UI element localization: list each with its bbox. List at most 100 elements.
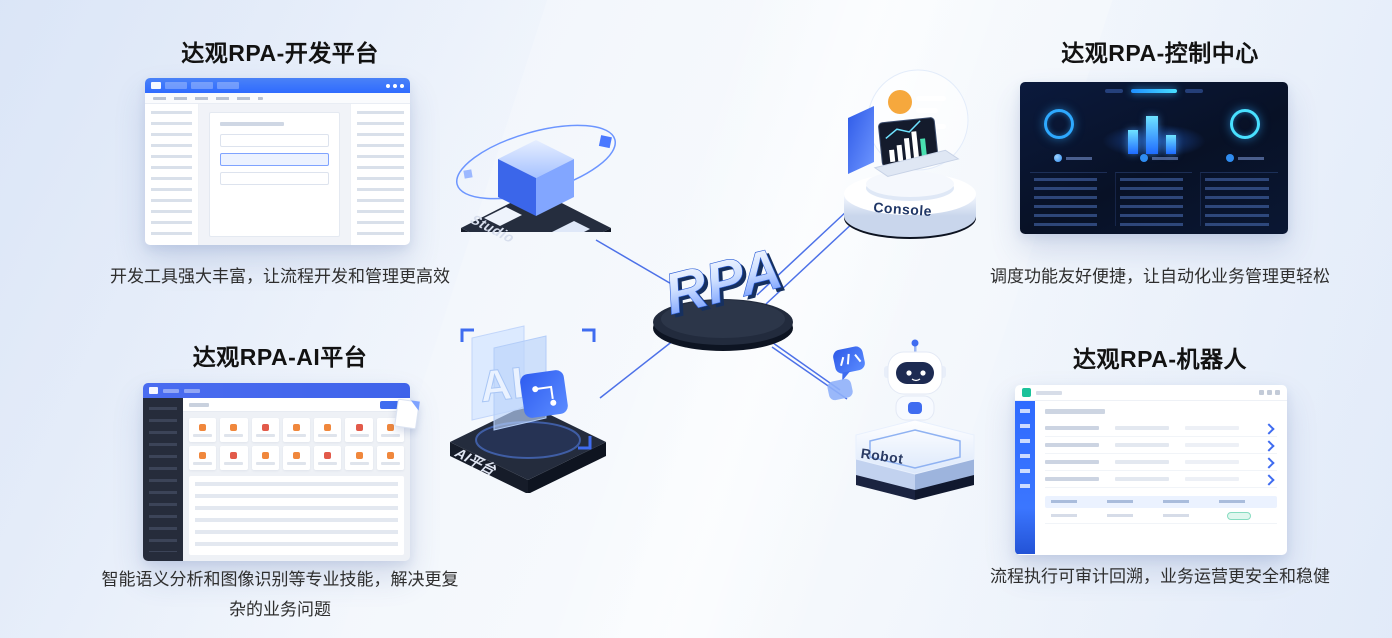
section-title-control-center: 达观RPA-控制中心: [1061, 40, 1259, 66]
ai-glyph: AI: [477, 358, 526, 411]
mock-panel-lines: [195, 482, 398, 549]
ai-chip-cube-icon: [520, 370, 568, 418]
mock-menu-tab: [217, 82, 239, 89]
app-logo-icon: [1022, 388, 1031, 397]
mock-card: [189, 418, 217, 442]
app-logo-icon: [151, 82, 161, 89]
mock-tower: [1146, 116, 1158, 154]
rpa-3d-logo: RPA RPA: [653, 235, 793, 351]
mock-section-title: [1045, 409, 1105, 414]
section-title-dev-platform: 达观RPA-开发平台: [181, 40, 379, 66]
node-console: Console: [818, 66, 983, 244]
mock-card: [314, 418, 342, 442]
gauge-ring-icon: [1044, 109, 1074, 139]
mock-menu-items: [153, 96, 263, 100]
mock-menubar: [145, 93, 410, 104]
window-controls-icon: [1275, 390, 1280, 395]
caption-robot: 流程执行可审计回溯，业务运营更安全和稳健: [990, 567, 1330, 586]
mock-titlebar: [1015, 385, 1287, 401]
mock-stat-columns: [1030, 172, 1279, 226]
screenshot-dev-studio: [145, 78, 410, 245]
mock-stat-lines: [1034, 178, 1098, 226]
caption-control-center: 调度功能友好便捷，让自动化业务管理更轻松: [990, 267, 1330, 286]
mock-tower: [1166, 135, 1176, 154]
robot-icon: [884, 339, 946, 421]
mock-main-area: [1035, 401, 1287, 554]
rpa-hub: RPA RPA: [618, 206, 828, 356]
mock-window-body: [143, 398, 410, 561]
mock-detail-panel: [189, 476, 404, 555]
mock-3d-towers: [1106, 104, 1202, 160]
mock-card: [220, 418, 248, 442]
mock-stat-column: [1114, 172, 1193, 226]
gauge-ring-icon: [1230, 109, 1260, 139]
section-title-ai-platform: 达观RPA-AI平台: [192, 344, 368, 370]
mock-canvas: [199, 104, 350, 245]
section-title-robot: 达观RPA-机器人: [1072, 346, 1247, 372]
mock-sidebar: [143, 398, 183, 561]
caption-dev-platform: 开发工具强大丰富，让流程开发和管理更高效: [110, 267, 450, 286]
mock-window-body: [1015, 401, 1287, 554]
mock-card: [314, 446, 342, 470]
mock-card: [189, 446, 217, 470]
mock-titlebar: [145, 78, 410, 93]
satellite-cube-icon: [598, 135, 612, 149]
console-laptop-chart-icon: [844, 69, 976, 239]
mock-header-bar: [184, 388, 200, 393]
mock-list-lines: [357, 111, 404, 238]
mock-card: [282, 446, 311, 470]
mock-card: [282, 418, 311, 442]
mock-sidebar-items: [149, 407, 177, 552]
screenshot-ai-platform: [143, 383, 410, 561]
studio-cube-icon: [455, 124, 617, 280]
document-icon: [394, 398, 420, 430]
avatar: [1054, 154, 1062, 162]
mock-card: [220, 446, 248, 470]
mock-card: [376, 446, 404, 470]
satellite-cube-icon: [463, 169, 473, 179]
screenshot-control-center: [1020, 82, 1288, 234]
mock-flow-card: [209, 112, 340, 237]
mock-task-row: [1045, 420, 1277, 437]
mock-stat-lines: [1205, 178, 1269, 226]
node-ai: AI AI平台: [438, 308, 618, 494]
mock-form-row: [220, 134, 329, 147]
mock-table-header: [1045, 496, 1277, 508]
mock-app-header: [143, 383, 410, 398]
mock-skill-card-grid: [183, 412, 410, 472]
mock-stat-lines: [1119, 178, 1183, 226]
mock-form-row: [220, 172, 329, 185]
mock-card: [251, 446, 279, 470]
mock-app-title: [1036, 390, 1062, 395]
mock-stat-column: [1200, 172, 1279, 226]
mock-window-body: [145, 104, 410, 245]
mock-activity-panel: [145, 104, 199, 245]
mock-list-lines: [151, 111, 192, 238]
mock-tower: [1128, 130, 1138, 154]
mock-table-row: [1045, 508, 1277, 524]
mock-task-row: [1045, 471, 1277, 488]
caption-ai-platform: 智能语义分析和图像识别等专业技能，解决更复杂的业务问题: [101, 570, 459, 619]
mock-form-row-active: [220, 153, 329, 166]
mock-card: [345, 446, 373, 470]
app-logo-icon: [149, 387, 158, 394]
node-robot: Robot: [826, 318, 1001, 503]
status-pill: [1227, 512, 1251, 520]
mock-menu-tab: [191, 82, 213, 89]
mock-main-area: [183, 398, 410, 561]
mock-header-bar: [1105, 89, 1123, 93]
blue-fold-icon: [848, 106, 874, 174]
mock-avatar-name: [1066, 157, 1092, 160]
mock-nav-rail: [1015, 401, 1035, 554]
mock-header-bar: [1131, 89, 1177, 93]
mock-card: [251, 418, 279, 442]
node-studio: Studio: [448, 62, 623, 280]
mock-subheader: [183, 398, 410, 412]
mock-task-row: [1045, 437, 1277, 454]
mock-card-title: [220, 122, 284, 126]
screenshot-robot-client: [1015, 385, 1287, 555]
robot-mascot-icon: [827, 339, 975, 500]
mock-rail-icons: [1020, 409, 1030, 494]
mock-card: [345, 418, 373, 442]
